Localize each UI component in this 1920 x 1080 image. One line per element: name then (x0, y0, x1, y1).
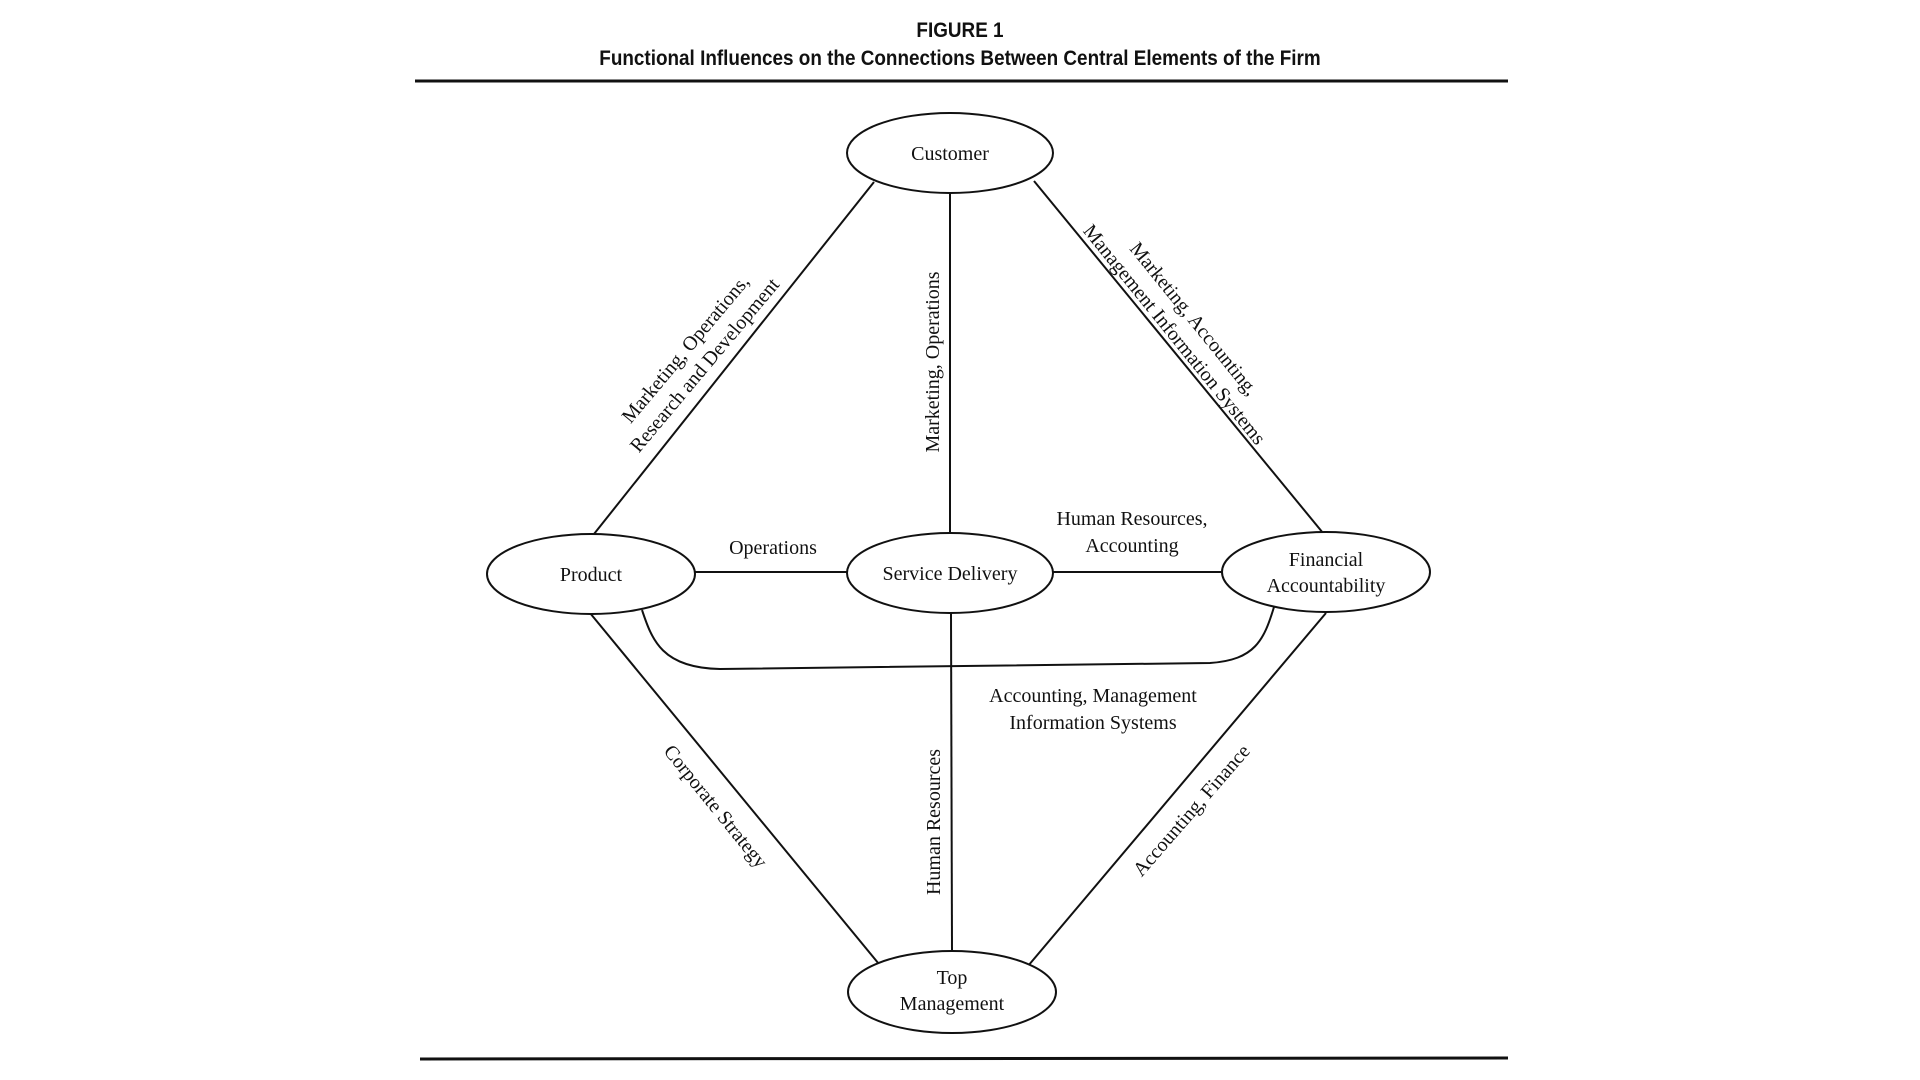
edge-label-service-delivery-financial-line1: Human Resources, (1056, 508, 1207, 530)
edge-product-top-management (589, 612, 889, 976)
node-financial-accountability-label-line1: Financial (1289, 549, 1364, 571)
node-service-delivery-label: Service Delivery (883, 563, 1018, 585)
node-customer: Customer (846, 112, 1054, 194)
edge-customer-financial (1033, 180, 1324, 534)
node-top-management-label-line2: Management (900, 993, 1005, 1015)
edge-product-financial (641, 606, 1275, 671)
node-top-management: Top Management (847, 950, 1057, 1034)
edge-label-product-service-delivery: Operations (729, 537, 817, 559)
edge-label-customer-financial: Marketing, Accounting, Management Inform… (1079, 220, 1270, 449)
edge-label-product-top-management: Corporate Strategy (659, 741, 772, 873)
edge-label-service-delivery-top-management-line1: Human Resources (923, 749, 945, 895)
edge-label-product-financial-line1: Accounting, Management (989, 685, 1197, 707)
figure-number: FIGURE 1 (916, 19, 1004, 42)
bottom-rule (419, 1056, 1509, 1061)
node-top-management-label-line1: Top (937, 967, 968, 989)
node-product-label: Product (560, 564, 623, 586)
edge-customer-product (593, 181, 875, 535)
edge-label-financial-top-management-line1: Accounting, Finance (1129, 740, 1255, 880)
node-financial-accountability-label-line2: Accountability (1267, 575, 1386, 597)
node-customer-label: Customer (911, 143, 989, 165)
edge-label-service-delivery-financial-line2: Accounting (1085, 535, 1178, 557)
node-customer-shape (846, 112, 1054, 194)
figure-title: Functional Influences on the Connections… (599, 47, 1321, 70)
node-product: Product (486, 533, 696, 615)
edge-label-financial-top-management: Accounting, Finance (1129, 740, 1255, 880)
edge-financial-top-management (1027, 612, 1327, 967)
edge-label-product-financial-line2: Information Systems (1009, 712, 1176, 734)
edge-service-delivery-top-management (950, 612, 953, 952)
edge-label-service-delivery-top-management: Human Resources (923, 749, 945, 895)
node-product-shape (486, 533, 696, 615)
edge-label-customer-financial-line2: Management Information Systems (1079, 220, 1270, 449)
edge-label-customer-service-delivery-line1: Marketing, Operations (922, 271, 944, 452)
edge-label-customer-product-line2: Research and Development (626, 274, 784, 457)
node-financial-accountability: Financial Accountability (1221, 531, 1431, 613)
edge-label-customer-service-delivery: Marketing, Operations (922, 271, 944, 452)
edge-label-customer-product: Marketing, Operations, Research and Deve… (618, 271, 785, 457)
node-service-delivery-shape (846, 532, 1054, 614)
edge-label-product-top-management-line1: Corporate Strategy (659, 741, 772, 873)
node-top-management-shape (847, 950, 1057, 1034)
node-service-delivery: Service Delivery (846, 532, 1054, 614)
node-financial-accountability-shape (1221, 531, 1431, 613)
